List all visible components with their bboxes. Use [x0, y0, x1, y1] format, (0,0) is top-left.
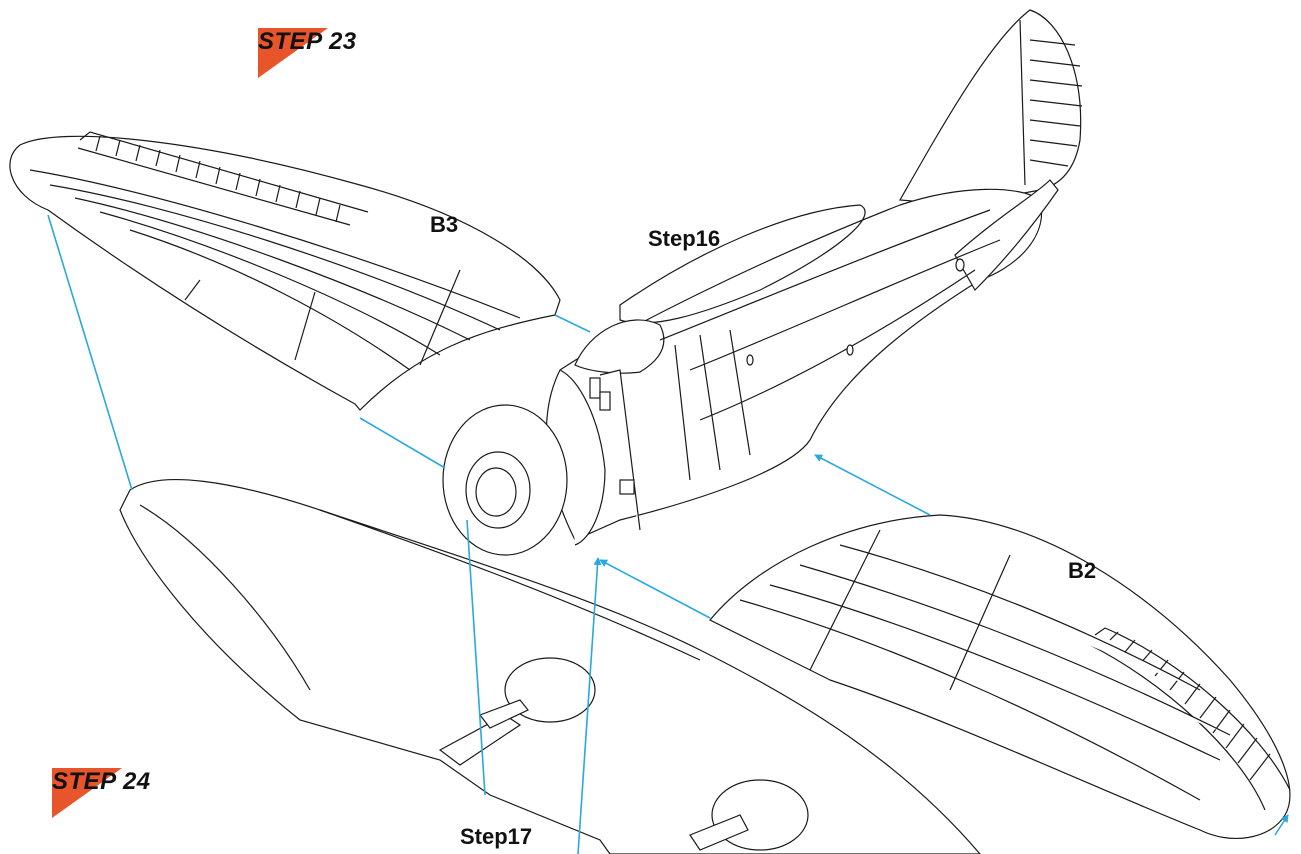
rudder-ribs [1029, 39, 1083, 167]
assembly-arrows [47, 214, 1289, 854]
step-23-badge: STEP 23 [258, 28, 398, 88]
arrow-nose-to-center [466, 519, 486, 796]
step-24-badge: STEP 24 [52, 768, 192, 828]
arrow-b3-canopy [554, 314, 591, 333]
arrow-wingtip-left [47, 214, 133, 491]
b3-aileron-ribs [95, 135, 341, 223]
wing-b2 [709, 514, 1291, 840]
step-23-label: STEP 23 [258, 28, 357, 55]
step-wedge-icon [258, 28, 328, 78]
reference-label-step16: Step16 [648, 226, 721, 251]
reference-label-step17: Step17 [460, 824, 533, 849]
arrow-b3-root [359, 417, 446, 469]
fuselage [442, 9, 1083, 556]
arrow-b2-root [814, 454, 931, 516]
arrow-b2-tip [1274, 814, 1289, 836]
part-label-b2: B2 [1068, 558, 1097, 583]
step-24-label: STEP 24 [52, 768, 151, 795]
part-label-b3: B3 [430, 212, 459, 237]
wing-center-lower [119, 479, 981, 854]
step-wedge-icon [52, 768, 122, 818]
wing-b3 [9, 131, 561, 411]
arrow-b2-leading [599, 559, 711, 619]
arrow-step17 [577, 557, 602, 854]
b2-aileron-ribs [1109, 631, 1271, 781]
